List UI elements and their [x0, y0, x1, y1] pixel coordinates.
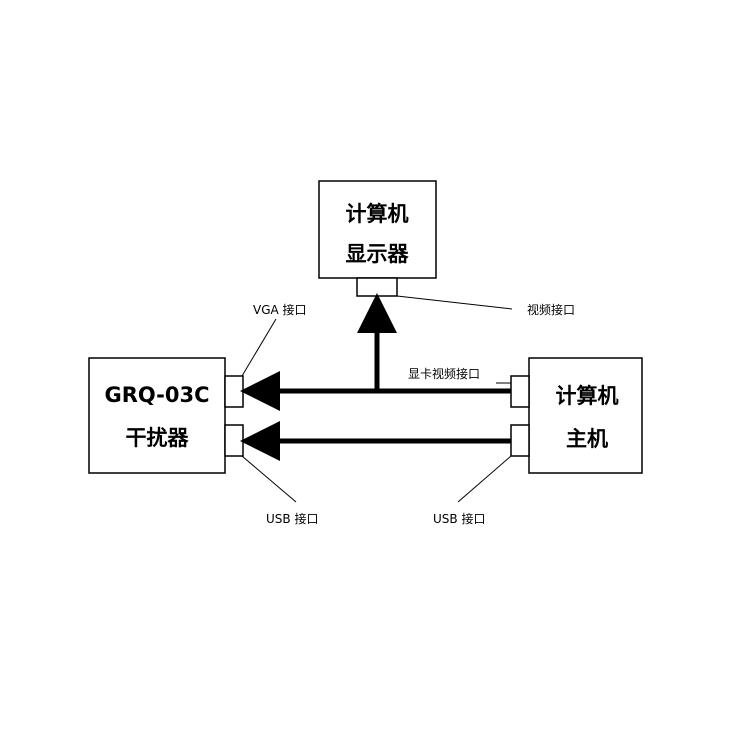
- host-title-line1: 计算机: [556, 384, 619, 408]
- video-port-label: 视频接口: [527, 302, 575, 317]
- monitor-title-line1: 计算机: [346, 202, 409, 226]
- vga-port-leader: [241, 318, 277, 377]
- usb-left-leader: [241, 455, 297, 503]
- monitor-box: [318, 180, 437, 279]
- host-box: [528, 357, 643, 474]
- host-video-port: [510, 375, 530, 408]
- usb-port-right-label: USB 接口: [433, 511, 485, 526]
- host-title-line2: 主机: [566, 427, 608, 451]
- jammer-title-line1: GRQ-03C: [105, 383, 210, 407]
- video-port-leader: [396, 295, 513, 310]
- jammer-vga-port: [224, 375, 244, 408]
- usb-port-left-label: USB 接口: [266, 511, 318, 526]
- gpu-video-port-label: 显卡视频接口: [408, 366, 480, 381]
- monitor-video-port: [356, 277, 398, 297]
- jammer-usb-port: [224, 424, 244, 457]
- jammer-title-line2: 干扰器: [126, 426, 190, 450]
- jammer-box: [88, 357, 226, 474]
- usb-right-leader: [457, 455, 512, 503]
- monitor-title-line2: 显示器: [346, 242, 410, 266]
- host-usb-port: [510, 424, 530, 457]
- vga-port-label: VGA 接口: [253, 302, 307, 317]
